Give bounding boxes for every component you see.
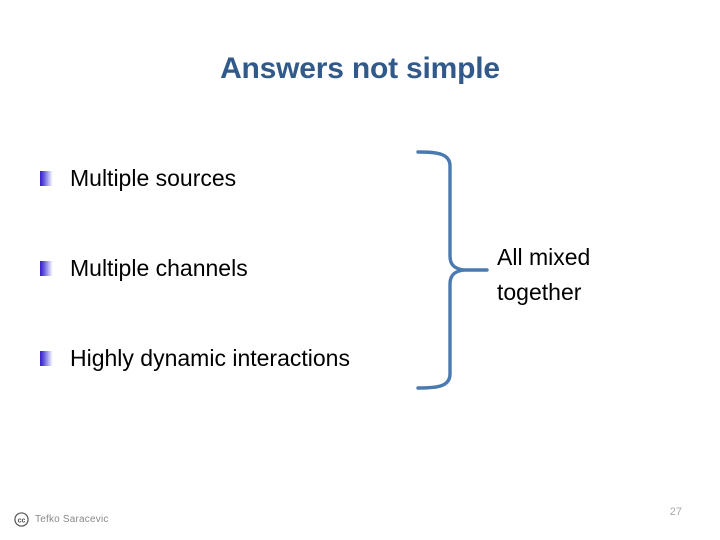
gradient-square-bullet-icon [40, 350, 53, 366]
page-title: Answers not simple [220, 52, 500, 85]
callout-line-2: together [497, 279, 582, 305]
footer-credit: cc Tefko Saracevic [14, 512, 109, 527]
gradient-square-bullet-icon [40, 170, 53, 186]
list-item: Multiple channels [40, 242, 440, 294]
list-item: Highly dynamic interactions [40, 332, 440, 384]
list-item-label: Multiple sources [70, 165, 237, 191]
svg-text:cc: cc [18, 518, 26, 525]
creative-commons-icon: cc [14, 512, 29, 527]
list-item-label: Highly dynamic interactions [70, 345, 350, 371]
footer-author-label: Tefko Saracevic [35, 514, 109, 525]
list-item-label: Multiple channels [70, 255, 248, 281]
page-number: 27 [669, 506, 682, 518]
bullet-list: Multiple sources Multiple channels Highl… [40, 152, 440, 422]
gradient-square-bullet-icon [40, 260, 53, 276]
callout-line-1: All mixed [497, 244, 591, 270]
callout-text: All mixed together [497, 240, 697, 310]
right-curly-brace-icon [416, 150, 489, 390]
list-item: Multiple sources [40, 152, 440, 204]
